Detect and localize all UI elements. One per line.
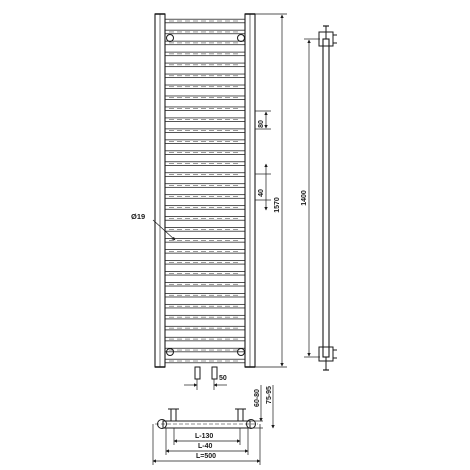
radiator-tube: [164, 172, 246, 177]
left-valve-connection-icon: [194, 366, 201, 380]
tube-spacing-label: 80: [258, 120, 265, 128]
bottom-left-mount-icon: [166, 348, 174, 356]
plan-view: [155, 408, 258, 429]
side-collector: [322, 38, 330, 358]
plan-main-body: [162, 420, 251, 429]
connection-spacing-label: 1400: [301, 190, 308, 206]
connection-offset-label: 50: [219, 375, 227, 382]
wall-depth-label: 75-95: [266, 386, 273, 404]
radiator-tube: [164, 205, 246, 210]
plan-right-bracket-icon: [237, 408, 244, 422]
radiator-tube: [164, 194, 246, 199]
plan-left-bracket-icon: [170, 408, 177, 422]
radiator-tube: [164, 51, 246, 57]
radiator-tube: [164, 238, 246, 243]
horizontal-tubes: [164, 18, 246, 364]
top-left-mount-icon: [166, 34, 174, 42]
radiator-tube: [164, 84, 246, 89]
radiator-tube: [164, 95, 246, 100]
radiator-tube: [164, 139, 246, 144]
radiator-tube: [164, 227, 246, 232]
tube-gap-label: 40: [258, 189, 265, 197]
radiator-tube: [164, 150, 246, 155]
front-view-dimensions: [152, 13, 287, 390]
radiator-tube: [164, 282, 246, 287]
radiator-tube: [164, 358, 246, 364]
overall-height-label: 1570: [274, 197, 281, 213]
radiator-tube: [164, 216, 246, 221]
radiator-tube: [164, 260, 246, 265]
radiator-tube: [164, 161, 246, 166]
overall-width-label: L=500: [196, 453, 216, 460]
width-minus-130-label: L-130: [195, 433, 213, 440]
width-minus-40-label: L-40: [198, 443, 213, 450]
radiator-tube: [164, 73, 246, 79]
wall-distance-label: 60-80: [254, 389, 261, 407]
radiator-tube: [164, 183, 246, 188]
radiator-tube: [164, 128, 246, 133]
front-view: [154, 13, 256, 380]
tube-diameter-label: Ø19: [131, 212, 145, 221]
radiator-tube: [164, 314, 246, 320]
right-valve-connection-icon: [211, 366, 218, 380]
radiator-tube: [164, 293, 246, 298]
radiator-tube: [164, 18, 246, 24]
radiator-tube: [164, 249, 246, 254]
radiator-tube: [164, 29, 246, 35]
radiator-tube: [164, 271, 246, 276]
plan-dimensions: [152, 385, 275, 465]
diameter-leader: [152, 219, 176, 241]
radiator-tube: [164, 336, 246, 342]
bottom-right-mount-icon: [237, 348, 245, 356]
radiator-tube: [164, 117, 246, 122]
radiator-tube: [164, 62, 246, 68]
side-view: [304, 25, 337, 371]
radiator-tube: [164, 347, 246, 353]
radiator-tube: [164, 303, 246, 309]
radiator-tube: [164, 325, 246, 331]
bottom-wall-bracket-icon: [318, 346, 337, 362]
radiator-tube: [164, 40, 246, 46]
radiator-tube: [164, 106, 246, 111]
top-right-mount-icon: [237, 34, 245, 42]
